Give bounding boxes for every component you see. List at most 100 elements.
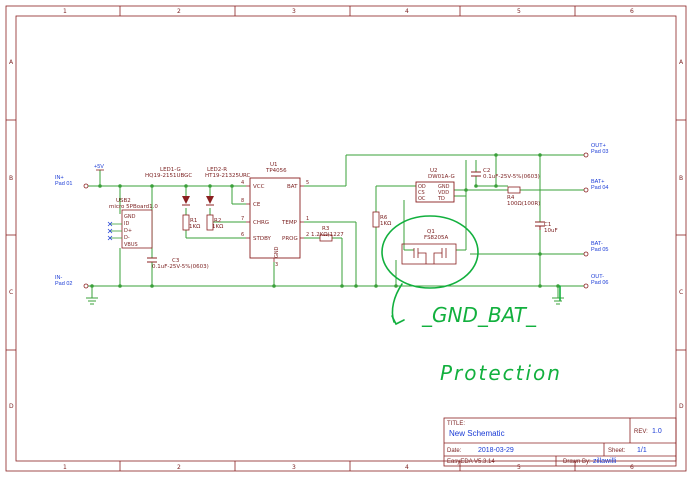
usb-connector: USB2 micro 5PBoard1.0 GND ID D+ D- VBUS — [107, 198, 158, 249]
annotation-protection: Protection — [440, 361, 562, 385]
port-in-plus-label: IN+ — [55, 175, 64, 181]
zone-col-1: 1 — [63, 8, 67, 15]
port-out-minus-label: OUT- — [591, 274, 604, 280]
sheet-frame — [5, 5, 687, 472]
u2-pin-gnd: GND — [438, 184, 450, 190]
rev-label: REV: — [634, 429, 648, 435]
zone-row-b: B — [9, 175, 13, 182]
led1-symbol — [182, 196, 190, 206]
u1-pin-gnd: GND — [274, 246, 280, 258]
vcc-label: +5V — [94, 164, 104, 170]
led2-symbol — [206, 196, 214, 206]
u1-pin-4-num: 4 — [241, 180, 244, 186]
zone-col-4-bottom: 4 — [405, 464, 409, 471]
r6-ref: R6 — [380, 215, 388, 221]
u1-pin-3-num: 3 — [275, 262, 278, 268]
rev-value: 1.0 — [652, 428, 662, 435]
u1-pin-5-num: 5 — [306, 180, 309, 186]
led1-ref: LED1-G — [160, 167, 181, 173]
resistor-r1 — [182, 214, 190, 231]
r4-ref: R4 — [507, 195, 515, 201]
capacitor-c3 — [147, 257, 157, 263]
r3-ref: R3 — [322, 226, 330, 232]
resistor-r4 — [507, 186, 521, 194]
zone-col-5: 5 — [517, 8, 521, 15]
port-bat-minus-pad: Pad 05 — [591, 247, 608, 253]
zone-col-2: 2 — [177, 8, 181, 15]
date-label: Date: — [447, 448, 462, 454]
port-bat-plus-pad: Pad 04 — [591, 185, 608, 191]
zone-row-d-right: D — [679, 403, 684, 410]
u2-ref: U2 — [430, 168, 438, 174]
zone-col-5-bottom: 5 — [517, 464, 521, 471]
junction-dots — [90, 153, 560, 288]
zone-col-1-bottom: 1 — [63, 464, 67, 471]
u2-pin-oc: OC — [418, 196, 426, 202]
annotation-gnd-bat: _GND_BAT_ — [421, 303, 537, 327]
title-block — [443, 417, 677, 467]
title-value: New Schematic — [449, 429, 505, 438]
resistor-r3 — [319, 234, 333, 242]
resistor-r6 — [372, 211, 380, 228]
u1-ref: U1 — [270, 162, 278, 168]
port-out-plus-label: OUT+ — [591, 143, 606, 149]
usb-pin-id: ID — [124, 221, 129, 227]
u2-value: DW01A-G — [428, 174, 455, 180]
frame-zone-labels: 1 2 3 4 5 6 1 2 3 4 5 6 A B C D A B C D — [9, 8, 684, 471]
drawn-by-value: zillawilli — [593, 458, 617, 465]
u1-pin-stdby: STDBY — [253, 236, 272, 242]
r3-value: 1.2KΩ(1227 — [311, 232, 344, 238]
u1-pin-bat: BAT — [287, 184, 298, 190]
c3-value: 0.1uF-25V-5%(0603) — [152, 264, 209, 270]
port-bat-minus-label: BAT- — [591, 241, 603, 247]
zone-row-a: A — [9, 59, 14, 66]
ic-u1-tp4056: U1 TP4056 4 VCC 8 CE 7 CHRG 6 STDBY 5 BA… — [241, 162, 309, 268]
c3-ref: C3 — [172, 258, 180, 264]
tool-version: EasyEDA V5.3.14 — [447, 459, 495, 465]
port-pads — [83, 152, 589, 289]
u1-pin-chrg: CHRG — [253, 220, 269, 226]
annotation-arrow-head — [391, 315, 405, 326]
zone-col-6: 6 — [630, 8, 634, 15]
date-value: 2018-03-29 — [478, 447, 514, 454]
u2-pin-cs: CS — [418, 190, 425, 196]
zone-col-3-bottom: 3 — [292, 464, 296, 471]
zone-row-c: C — [9, 289, 13, 296]
port-in-minus-pad: Pad 02 — [55, 281, 72, 287]
u2-pin-td: TD — [437, 196, 445, 202]
u1-pin-7-num: 7 — [241, 216, 244, 222]
c1-value: 10uF — [544, 228, 558, 234]
drawn-by-label: Drawn By: — [563, 459, 591, 465]
r1-value: 1KΩ — [189, 224, 200, 230]
capacitor-c2 — [471, 171, 481, 177]
u2-pin-od: OD — [418, 184, 426, 190]
u1-pin-6-num: 6 — [241, 232, 244, 238]
usb-value: micro 5PBoard1.0 — [109, 204, 158, 210]
r2-value: 1KΩ — [212, 224, 223, 230]
usb-pin-gnd: GND — [124, 214, 136, 220]
usb-pin-dminus: D- — [124, 235, 130, 241]
led1-value: HQ19-2151UBGC — [145, 173, 192, 179]
annotation-arrow-line — [391, 283, 403, 323]
port-in-plus-pad: Pad 01 — [55, 181, 72, 187]
port-labels: IN+ Pad 01 IN- Pad 02 OUT+ Pad 03 BAT+ P… — [55, 143, 608, 287]
zone-col-6-bottom: 6 — [630, 464, 634, 471]
usb-pin-vbus: VBUS — [124, 242, 138, 248]
usb-pin-dplus: D+ — [124, 228, 132, 234]
q1-ref: Q1 — [427, 229, 435, 235]
u1-pin-8-num: 8 — [241, 198, 244, 204]
port-bat-plus-label: BAT+ — [591, 179, 605, 185]
handwritten-annotation — [381, 215, 561, 326]
u1-value: TP4056 — [265, 168, 287, 174]
led2-value: HT19-21325URC — [205, 173, 251, 179]
zone-col-3: 3 — [292, 8, 296, 15]
c2-ref: C2 — [483, 168, 490, 174]
zone-row-d: D — [9, 403, 14, 410]
port-out-plus-pad: Pad 03 — [591, 149, 608, 155]
zone-row-b-right: B — [679, 175, 683, 182]
r1-ref: R1 — [190, 218, 197, 224]
mosfet-q1 — [401, 243, 457, 265]
u2-pin-vdd: VDD — [438, 190, 449, 196]
annotation-circle — [381, 215, 479, 289]
port-in-minus-label: IN- — [55, 275, 63, 281]
